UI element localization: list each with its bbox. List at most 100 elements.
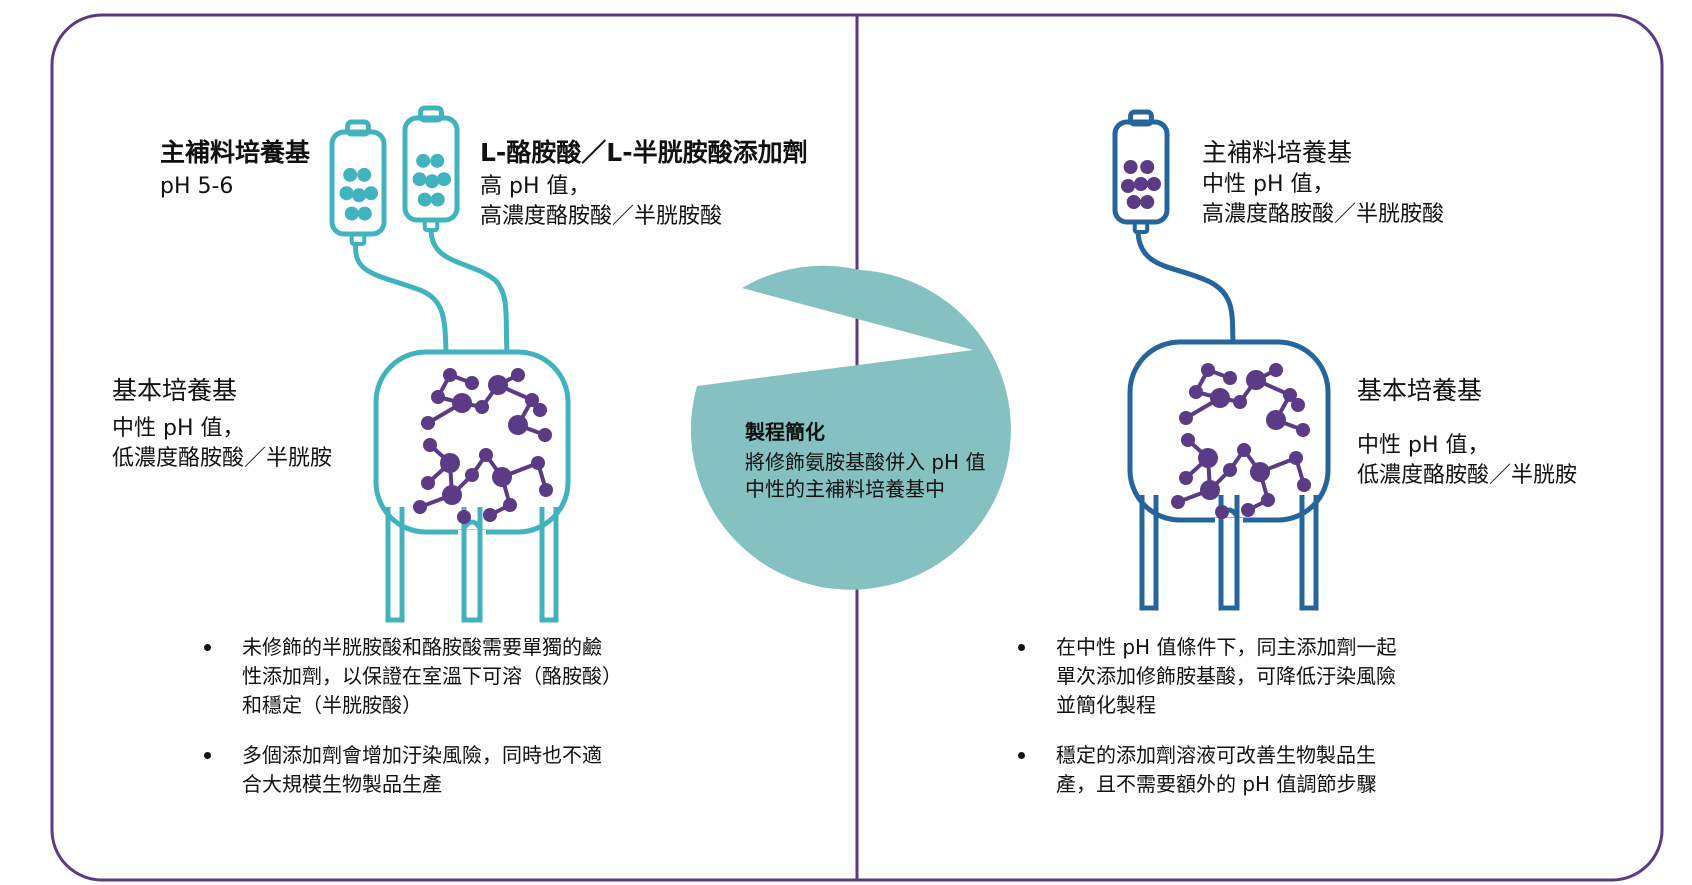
molecule-atom (440, 453, 460, 473)
left-bullet-text: 未修飾的半胱胺酸和酪胺酸需要單獨的鹼 性添加劑，以保證在室溫下可溶（酪胺酸） 和… (242, 635, 622, 717)
molecule-atom (1223, 463, 1237, 477)
bag-dot (339, 186, 354, 201)
molecule-atom (475, 400, 489, 414)
molecule-atom (492, 467, 512, 487)
right-bullet-text: 在中性 pH 值條件下，同主添加劑一起 單次添加修飾胺基酸，可降低汙染風險 並簡… (1056, 635, 1397, 717)
bag-body (402, 115, 460, 223)
process-arrow-shape (690, 265, 1011, 590)
right-feed-line1: 中性 pH 值， (1202, 172, 1335, 197)
molecule-atom (1223, 371, 1237, 385)
bag-dot (430, 192, 445, 207)
molecule-atom (421, 476, 435, 490)
molecules-icon-left (413, 368, 553, 524)
left-bullet-list: 未修飾的半胱胺酸和酪胺酸需要單獨的鹼 性添加劑，以保證在室溫下可溶（酪胺酸） 和… (196, 633, 622, 820)
molecule-atom (1237, 443, 1251, 457)
molecule-atom (1189, 385, 1203, 399)
bag-port (422, 218, 440, 232)
molecule-atom (423, 438, 437, 452)
left-basal-title: 基本培養基 (112, 376, 238, 405)
molecule-atom (531, 456, 545, 470)
middle-line2: 中性的主補料培養基中 (745, 477, 945, 501)
additive-tube (428, 228, 510, 353)
additive-bag-icon (402, 105, 460, 232)
molecule-atom (452, 393, 472, 413)
molecule-atom (1179, 411, 1193, 425)
left-feed-ph: pH 5-6 (160, 174, 234, 199)
bag-dot (1140, 195, 1155, 209)
right-basal-line1: 中性 pH 值， (1357, 433, 1490, 458)
bioreactor-icon-left (373, 349, 571, 623)
molecule-atom (1289, 451, 1303, 465)
feed-tube (353, 242, 449, 353)
right-basal-line2: 低濃度酪胺酸／半胱胺 (1357, 463, 1578, 488)
bag-dot (364, 186, 378, 201)
bag-dot (1147, 177, 1161, 191)
right-feed-line2: 高濃度酪胺酸／半胱胺酸 (1202, 202, 1445, 227)
molecule-atom (1269, 363, 1283, 377)
bag-port (1132, 220, 1150, 234)
middle-line1: 將修飾氨胺基酸併入 pH 值 (745, 450, 986, 474)
molecule-atom (443, 368, 457, 382)
molecule-atom (1283, 388, 1297, 402)
molecule-atom (1296, 423, 1310, 437)
left-additive-title: L-酪胺酸／L-半胱胺酸添加劑 (480, 138, 808, 167)
feed-bag-icon (329, 119, 387, 246)
molecule-atom (1266, 410, 1286, 430)
bag-dot (437, 172, 451, 187)
right-basal-title: 基本培養基 (1357, 376, 1483, 405)
molecule-atom (538, 428, 552, 442)
right-bullet-item: 在中性 pH 值條件下，同主添加劑一起 單次添加修飾胺基酸，可降低汙染風險 並簡… (1018, 633, 1397, 720)
molecule-atom (1250, 462, 1270, 482)
left-basal-line1: 中性 pH 值， (112, 416, 245, 441)
reactor-leg (1139, 495, 1159, 611)
reactor-leg (385, 507, 405, 623)
molecule-atom (1181, 433, 1195, 447)
left-additive-line2: 高濃度酪胺酸／半胱胺酸 (480, 204, 723, 229)
molecule-atom (1233, 395, 1247, 409)
reactor-leg (539, 507, 559, 623)
bag-port (349, 232, 367, 246)
bag-dot (425, 174, 440, 189)
molecule-atom (1201, 363, 1215, 377)
molecule-atom (1297, 478, 1311, 492)
left-basal-line2: 低濃度酪胺酸／半胱胺 (112, 446, 333, 471)
molecule-atom (1200, 480, 1220, 500)
molecule-atom (503, 498, 517, 512)
molecule-atom (511, 368, 525, 382)
middle-title: 製程簡化 (745, 420, 825, 444)
molecule-atom (1215, 505, 1229, 519)
molecule-atom (1246, 370, 1266, 390)
molecule-atom (1241, 503, 1255, 517)
molecule-atom (1171, 495, 1185, 509)
bag-dot (417, 192, 432, 207)
bag-dot (357, 206, 372, 221)
bullet-dot (204, 752, 211, 759)
bag-dot (1126, 195, 1141, 209)
bag-dot (1140, 160, 1155, 174)
bag-dot (343, 167, 358, 182)
molecule-atom (465, 376, 479, 390)
molecules-icon-right (1171, 363, 1311, 519)
bag-dot (357, 167, 372, 182)
molecule-atom (1261, 493, 1275, 507)
reactor-center-leg (461, 519, 483, 620)
bag-dot (430, 153, 445, 168)
molecule-atom (488, 375, 508, 395)
molecule-atom (525, 393, 539, 407)
right-feed-title: 主補料培養基 (1202, 138, 1353, 167)
left-bullet-item: 多個添加劑會增加汙染風險，同時也不適 合大規模生物製品生產 (204, 741, 622, 799)
molecule-atom (483, 508, 497, 522)
left-additive-line1: 高 pH 值， (480, 174, 591, 199)
molecule-atom (508, 415, 528, 435)
bullet-dot (1018, 644, 1025, 651)
molecule-atom (421, 416, 435, 430)
bag-dot (352, 188, 367, 203)
bag-dot (412, 172, 427, 187)
molecule-atom (431, 390, 445, 404)
molecule-atom (1291, 398, 1305, 412)
molecule-atom (442, 485, 462, 505)
bag-body (1112, 119, 1170, 225)
molecule-atom (413, 500, 427, 514)
molecule-atom (539, 483, 553, 497)
